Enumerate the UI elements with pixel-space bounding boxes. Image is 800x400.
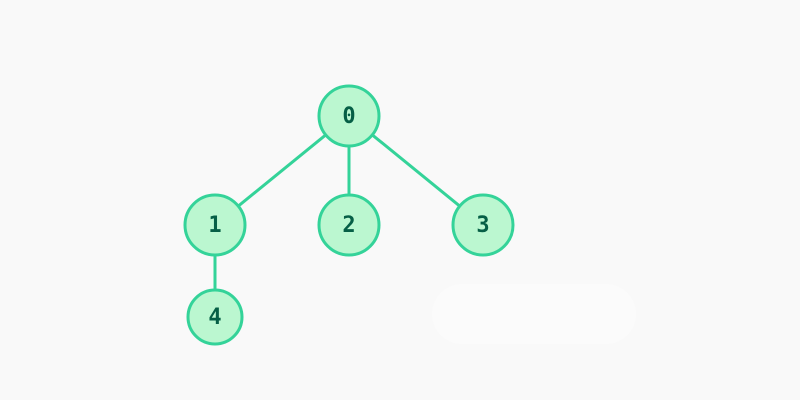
tree-node-2: 2: [317, 193, 381, 257]
node-label: 3: [476, 213, 489, 238]
faint-background-panel: [432, 284, 636, 344]
tree-node-3: 3: [451, 193, 515, 257]
node-circle: [186, 288, 244, 346]
edges-layer: [213, 133, 462, 292]
node-label: 2: [342, 213, 355, 238]
tree-node-0: 0: [317, 84, 381, 148]
node-circle: [317, 193, 381, 257]
node-circle: [451, 193, 515, 257]
node-label: 1: [208, 213, 221, 238]
node-circle: [317, 84, 381, 148]
node-label: 0: [342, 104, 355, 129]
nodes-layer: 0 1 2 3 4: [183, 84, 515, 346]
edge-0-3: [370, 133, 462, 208]
tree-node-1: 1: [183, 193, 247, 257]
node-label: 4: [208, 305, 221, 330]
node-circle: [183, 193, 247, 257]
edge-0-1: [236, 133, 328, 208]
tree-node-4: 4: [186, 288, 244, 346]
